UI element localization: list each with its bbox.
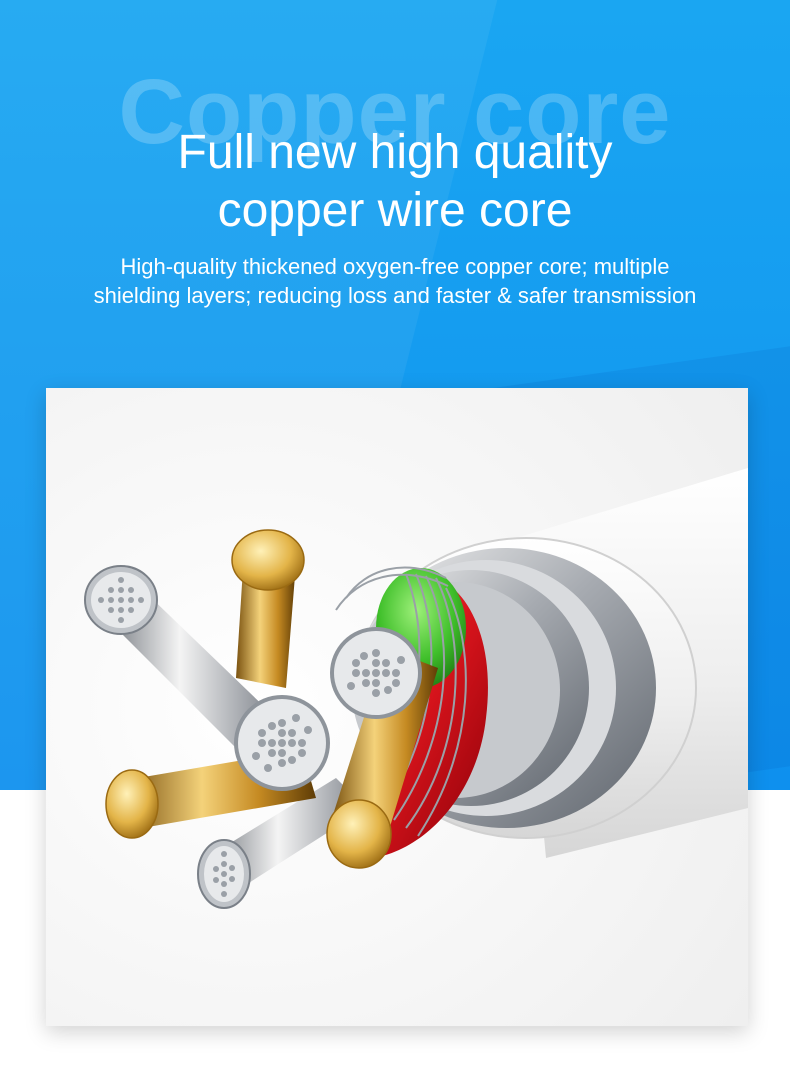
silver-strand-endface xyxy=(234,695,330,791)
description-line-2: shielding layers; reducing loss and fast… xyxy=(93,283,697,308)
cable-illustration xyxy=(46,388,748,1026)
description: High-quality thickened oxygen-free coppe… xyxy=(30,252,760,310)
headline-line-2: copper wire core xyxy=(217,184,573,237)
silver-strand-endface xyxy=(330,627,422,719)
gold-conductor xyxy=(231,529,305,688)
silver-strand-endface xyxy=(204,846,244,902)
headline-line-1: Full new high quality xyxy=(177,126,613,179)
cable-cross-section-image xyxy=(46,388,748,1026)
headline: Full new high quality copper wire core xyxy=(0,124,790,240)
silver-strand-endface xyxy=(91,572,151,628)
description-line-1: High-quality thickened oxygen-free coppe… xyxy=(120,254,670,279)
watermark-text: Copper core xyxy=(118,61,672,163)
